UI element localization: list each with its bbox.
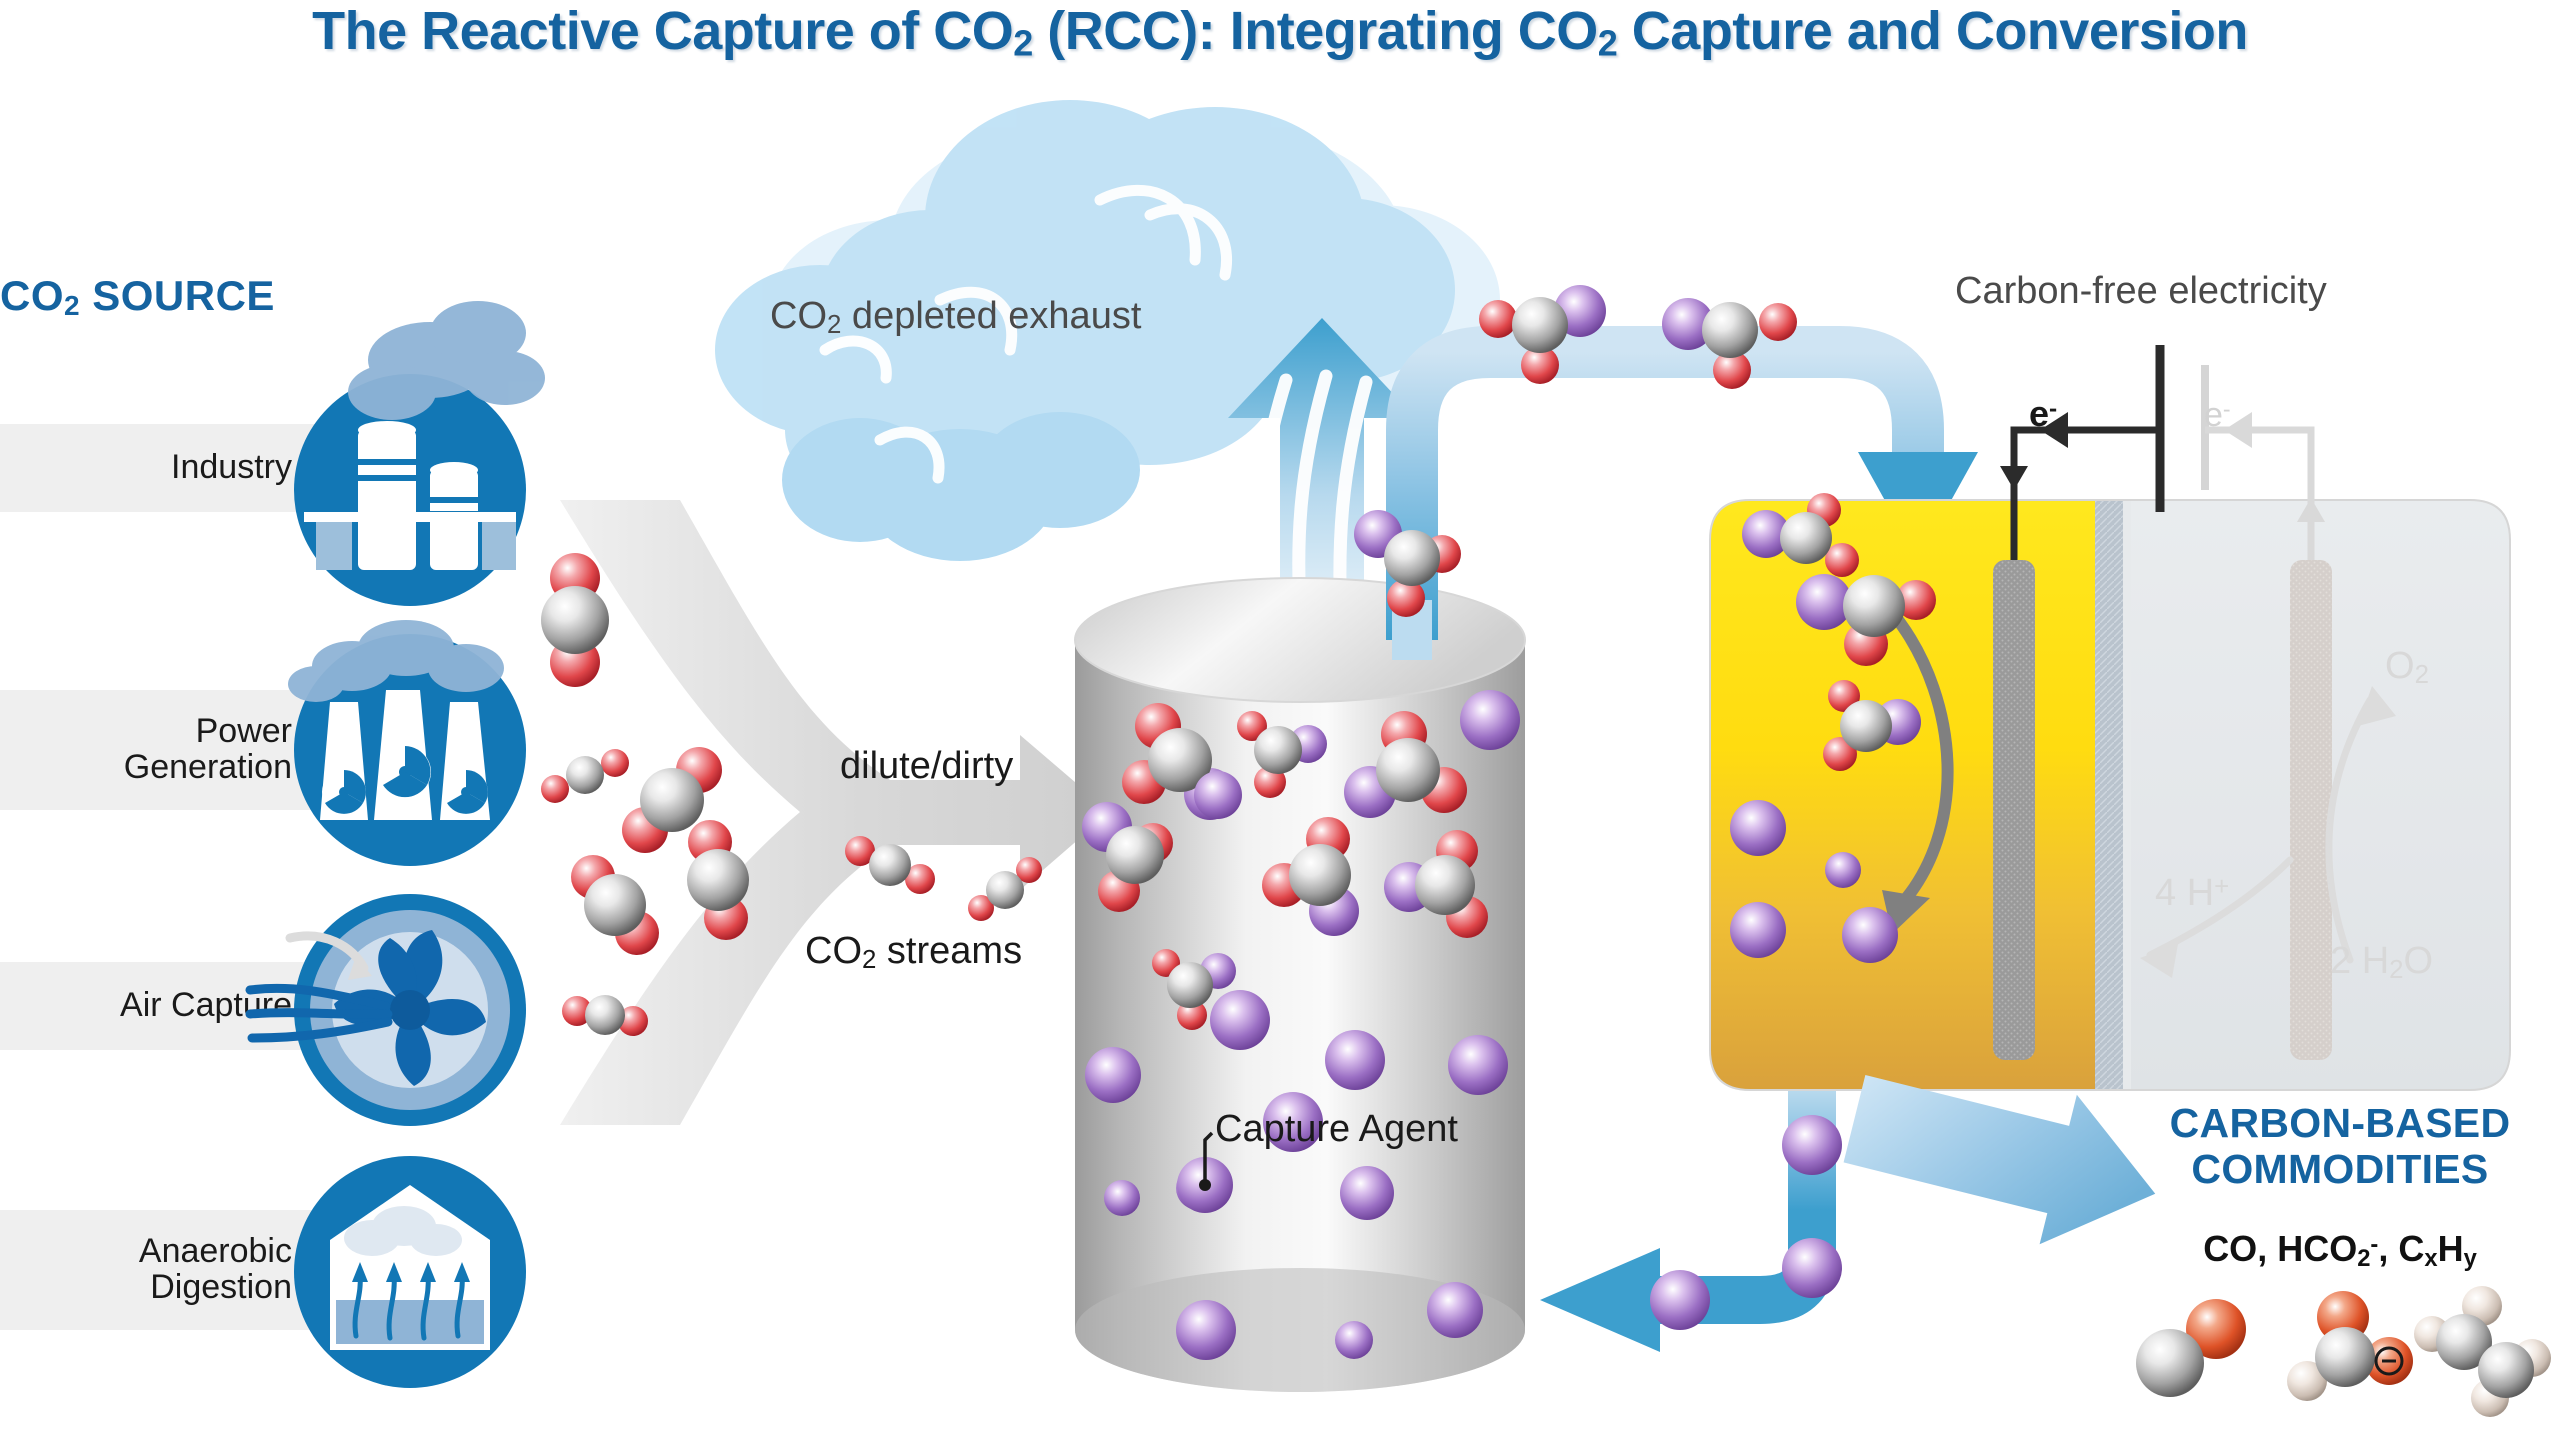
electron-label-anode: e- — [2204, 396, 2231, 435]
oxygen-sub: 2 — [2414, 661, 2429, 690]
streams-pre: CO — [805, 930, 862, 972]
commodities-output-arrow — [1843, 1075, 2156, 1245]
anode-arrowheads — [2140, 686, 2396, 978]
capture-agent-leader-line — [1199, 1131, 1214, 1191]
title-part-1: The Reactive Capture of CO — [312, 1, 1014, 61]
species-sup-1: - — [2370, 1230, 2379, 1258]
carbon-monoxide-molecule — [2136, 1299, 2246, 1397]
source-heading-post: SOURCE — [80, 272, 275, 319]
exhaust-post: depleted exhaust — [841, 295, 1142, 337]
carbamate-adduct-group-absorber — [1082, 510, 1488, 1030]
electron-label-cathode: e- — [2029, 393, 2057, 435]
electron-e-faded: e — [2204, 396, 2223, 434]
oxygen-pre: O — [2385, 645, 2415, 687]
capture-agent-sphere-group — [1085, 690, 1520, 1360]
exhaust-wisps — [1250, 369, 1373, 647]
source-label-anaerobic-line2: Digestion — [150, 1268, 292, 1306]
capture-agent-in-return-pipe — [1650, 1115, 1842, 1330]
formate-molecule — [2287, 1291, 2413, 1401]
co2-streams-label: CO2 streams — [805, 930, 1022, 975]
streams-sub: 2 — [862, 946, 877, 975]
sidebar-item-industry[interactable]: Industry — [0, 424, 470, 512]
absorber-column — [1074, 577, 1526, 1392]
lean-solution-return-pipe — [1540, 1090, 1836, 1352]
streams-post: streams — [876, 930, 1023, 972]
species-part-2: , C — [2378, 1228, 2425, 1269]
carbon-based-commodities-heading: CARBON-BASED COMMODITIES — [2125, 1100, 2555, 1193]
exhaust-sub: 2 — [827, 311, 842, 340]
source-heading-sub: 2 — [64, 290, 81, 322]
protons-label: 4 H+ — [2155, 872, 2229, 915]
anode-electrode — [2290, 560, 2332, 1060]
electron-minus-faded: - — [2222, 396, 2231, 423]
species-sub-1: 2 — [2357, 1245, 2371, 1273]
exhaust-pre: CO — [770, 295, 827, 337]
co2-stream-funnel-arrow — [560, 500, 1110, 1125]
product-species-label: CO, HCO2-, CxHy — [2125, 1228, 2555, 1273]
dilute-dirty-label: dilute/dirty — [840, 745, 1014, 787]
adduct-group-in-cell — [1742, 493, 1936, 771]
source-heading-pre: CO — [0, 272, 64, 319]
title-part-3: Capture and Conversion — [1617, 1, 2249, 61]
water-sub: 2 — [2389, 956, 2404, 985]
species-part-3: H — [2437, 1228, 2464, 1269]
co2-depleted-exhaust-label: CO2 depleted exhaust — [770, 295, 1141, 340]
title-sub-2: 2 — [1597, 22, 1618, 64]
source-label-industry: Industry — [171, 448, 292, 487]
water-reactant-label: 2 H2O — [2330, 940, 2433, 985]
cathode-electrode — [1993, 560, 2035, 1060]
sidebar-item-power-generation[interactable]: Power Generation — [0, 690, 470, 810]
commodities-line-1: CARBON-BASED — [2169, 1100, 2511, 1146]
power-supply-circuit — [2000, 345, 2325, 560]
water-post: O — [2403, 940, 2434, 982]
title-sub-1: 2 — [1013, 22, 1033, 64]
commodities-line-2: COMMODITIES — [2191, 1146, 2489, 1193]
exhaust-up-arrow — [1228, 318, 1416, 640]
title-part-2: (RCC): Integrating CO — [1032, 1, 1598, 61]
adduct-group-in-pipe — [1479, 285, 1797, 389]
co2-source-heading: CO2 SOURCE — [0, 272, 275, 322]
rich-solution-pipe — [1386, 326, 1978, 660]
source-label-power-line2: Generation — [123, 748, 292, 786]
species-sub-y: y — [2463, 1245, 2477, 1273]
electrochemical-cell — [1709, 499, 2511, 1091]
anode-reaction-arrows — [2146, 696, 2374, 964]
capture-agent-in-cell-group — [1730, 800, 1898, 963]
carbon-free-electricity-label: Carbon-free electricity — [1955, 270, 2327, 312]
source-label-power-line1: Power — [195, 712, 292, 751]
source-label-anaerobic-line1: Anaerobic — [138, 1232, 292, 1271]
protons-pre: 4 H — [2155, 872, 2215, 914]
sidebar-item-air-capture[interactable]: Air Capture — [0, 962, 470, 1050]
sidebar-item-anaerobic-digestion[interactable]: Anaerobic Digestion — [0, 1210, 470, 1330]
hydrocarbon-molecule — [2414, 1286, 2551, 1417]
electron-minus: - — [2049, 395, 2058, 423]
capture-agent-label: Capture Agent — [1215, 1108, 1458, 1150]
cathode-reaction-arrow — [1882, 614, 1954, 934]
species-sub-x: x — [2424, 1245, 2438, 1273]
source-label-air-capture: Air Capture — [120, 986, 292, 1025]
water-pre: 2 H — [2330, 940, 2390, 982]
electron-e: e — [2029, 393, 2050, 434]
page-title: The Reactive Capture of CO2 (RCC): Integ… — [0, 0, 2560, 64]
protons-sup: + — [2214, 873, 2230, 902]
species-part-1: CO, HCO — [2203, 1228, 2358, 1269]
oxygen-product-label: O2 — [2385, 645, 2429, 690]
